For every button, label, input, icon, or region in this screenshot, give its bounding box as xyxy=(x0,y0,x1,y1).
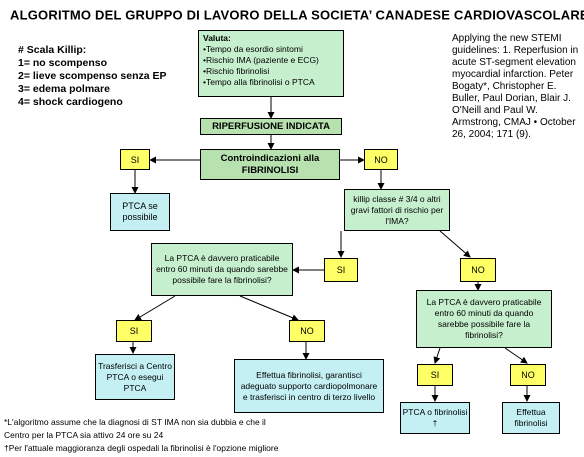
killip-scale: # Scala Killip: 1= no scompenso 2= lieve… xyxy=(18,44,167,109)
arrow-killip-no2 xyxy=(439,230,471,258)
reference-citation: Applying the new STEMI guidelines: 1. Re… xyxy=(452,33,579,140)
no-box-4: NO xyxy=(510,364,546,386)
arrow-ptcaq-no3 xyxy=(239,295,299,321)
si-box-4: SI xyxy=(417,364,453,386)
si-box-2: SI xyxy=(324,258,358,282)
riperfusione-box: RIPERFUSIONE INDICATA xyxy=(200,118,342,135)
footnotes: *L'algoritmo assume che la diagnosi di S… xyxy=(4,416,278,455)
valuta-heading: Valuta: xyxy=(203,33,231,43)
killip-item: 1= no scompenso xyxy=(18,57,107,69)
valuta-box: Valuta: •Tempo da esordio sintomi •Risch… xyxy=(198,30,344,97)
killip-question-box: killip classe # 3/4 o altri gravi fattor… xyxy=(344,189,450,231)
si-box-1: SI xyxy=(120,149,150,170)
controindicazioni-box: Controindicazioni alla FIBRINOLISI xyxy=(200,149,340,180)
footnote: †Per l'attuale maggioranza degli ospedal… xyxy=(4,443,279,453)
killip-item: 4= shock cardiogeno xyxy=(18,96,123,108)
si-box-3: SI xyxy=(116,320,152,342)
footnote: Centro per la PTCA sia attivo 24 ore su … xyxy=(4,430,164,440)
ptca-question-right-box: La PTCA è davvero praticabile entro 60 m… xyxy=(416,290,552,348)
no-box-2: NO xyxy=(460,258,496,282)
arrow-ptcaq-si4 xyxy=(433,347,441,364)
valuta-item: •Tempo alla fibrinolisi o PTCA xyxy=(203,77,315,87)
arrow-ptcaq-si3 xyxy=(134,295,176,321)
ptca-fibrinolisi-box: PTCA o fibrinolisi † xyxy=(400,402,470,434)
footnote: *L'algoritmo assume che la diagnosi di S… xyxy=(4,417,266,427)
effettua-left-box: Effettua fibrinolisi, garantisci adeguat… xyxy=(234,359,384,413)
killip-heading: # Scala Killip: xyxy=(18,44,87,56)
diagram-title: ALGORITMO DEL GRUPPO DI LAVORO DELLA SOC… xyxy=(10,6,584,22)
ptca-possibile-box: PTCA se possibile xyxy=(110,193,170,231)
no-box-1: NO xyxy=(364,149,398,170)
valuta-item: •Rischio fibrinolisi xyxy=(203,66,270,76)
killip-item: 2= lieve scompenso senza EP xyxy=(18,70,167,82)
trasferisci-box: Trasferisci a Centro PTCA o esegui PTCA xyxy=(95,354,175,400)
arrow-ptcaq-no4 xyxy=(504,347,528,364)
ptca-question-left-box: La PTCA è davvero praticabile entro 60 m… xyxy=(151,243,293,296)
valuta-item: •Tempo da esordio sintomi xyxy=(203,44,303,54)
valuta-item: •Rischio IMA (paziente e ECG) xyxy=(203,55,319,65)
title-text: ALGORITMO DEL GRUPPO DI LAVORO DELLA SOC… xyxy=(10,7,584,23)
killip-item: 3= edema polmare xyxy=(18,83,110,95)
effettua-right-box: Effettua fibrinolisi xyxy=(502,402,560,434)
no-box-3: NO xyxy=(289,320,325,342)
